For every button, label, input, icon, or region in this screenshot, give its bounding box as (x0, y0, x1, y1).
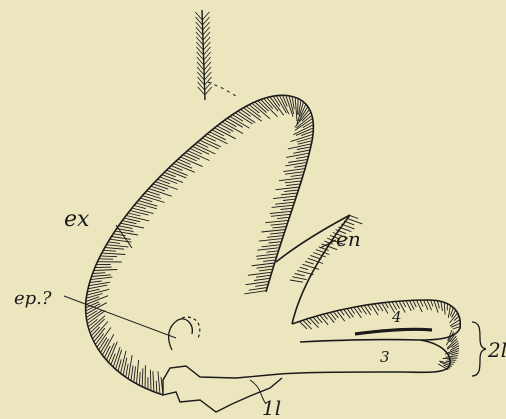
label-segment-4: 4 (391, 308, 402, 326)
leader-ex (116, 225, 132, 248)
epipodite-dashed (182, 317, 200, 338)
bristle-fringes (86, 95, 461, 395)
feather-leader-line (208, 82, 236, 96)
label-2l: 2l (487, 338, 506, 362)
label-en: en (336, 227, 361, 251)
lobe-3-outline (280, 340, 450, 374)
label-ex: ex (64, 207, 90, 232)
feather-detail (195, 10, 212, 100)
lobe-tip-bristles (438, 330, 459, 370)
leader-ep (64, 296, 176, 338)
epipodite-outline (169, 319, 193, 350)
lobe-divider (355, 329, 432, 334)
label-1l: 1l (262, 396, 281, 419)
label-ep: ep.? (14, 288, 52, 309)
label-segment-3: 3 (380, 348, 390, 366)
brace-2l (472, 322, 486, 376)
